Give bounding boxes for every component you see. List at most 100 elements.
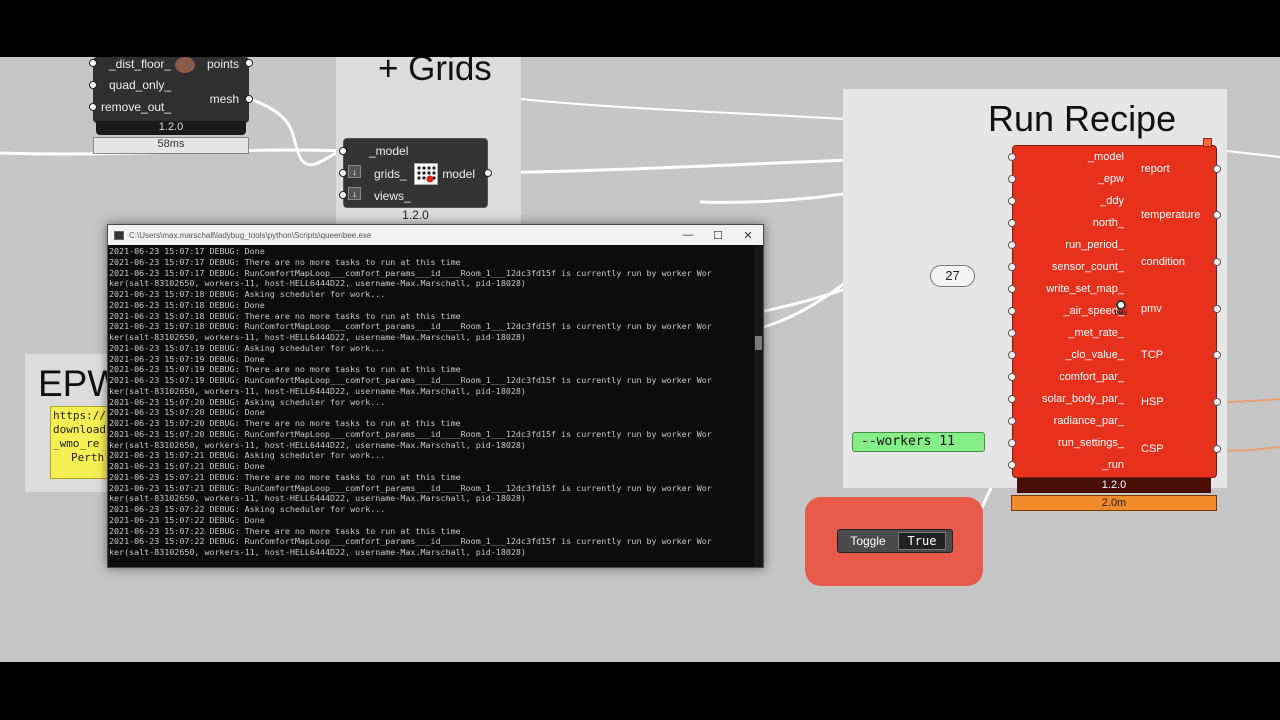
input-quad-only[interactable]: quad_only_ <box>109 78 172 92</box>
recipe-input[interactable]: _model <box>1087 151 1124 163</box>
toggle-value[interactable]: True <box>898 532 946 550</box>
port[interactable] <box>1008 461 1016 469</box>
port[interactable] <box>1008 395 1016 403</box>
panel-line: https:// <box>53 409 106 422</box>
recipe-input[interactable]: sensor_count_ <box>1051 261 1124 273</box>
sensor-grid-component[interactable]: _dist_floor_ quad_only_ remove_out_ poin… <box>89 57 253 123</box>
recipe-output[interactable]: report <box>1141 163 1170 175</box>
epw-url-panel[interactable]: https:// download _wmo_re Perth <box>50 406 112 479</box>
recipe-output[interactable]: HSP <box>1141 396 1164 408</box>
port[interactable] <box>1008 285 1016 293</box>
port[interactable] <box>339 147 347 155</box>
output-points[interactable]: points <box>206 57 239 71</box>
output-model[interactable]: model <box>442 167 475 181</box>
port[interactable] <box>1008 351 1016 359</box>
grasshopper-canvas[interactable]: _dist_floor_ quad_only_ remove_out_ poin… <box>0 57 1280 662</box>
grid-dots-icon <box>414 163 438 185</box>
recipe-input[interactable]: write_set_map_ <box>1046 283 1124 295</box>
recipe-input[interactable]: _air_speed_ <box>1063 305 1124 317</box>
port[interactable] <box>1008 263 1016 271</box>
recipe-input[interactable]: _ddy <box>1100 195 1124 207</box>
port[interactable] <box>1008 241 1016 249</box>
port[interactable] <box>1008 175 1016 183</box>
port[interactable] <box>1008 307 1016 315</box>
terminal-line: 2021-06-23 15:07:18 DEBUG: There are no … <box>109 310 461 321</box>
recipe-input[interactable]: _run <box>1101 459 1124 471</box>
terminal-line: 2021-06-23 15:07:17 DEBUG: Done <box>109 246 265 256</box>
terminal-line: 2021-06-23 15:07:20 DEBUG: RunComfortMap… <box>109 428 712 439</box>
port[interactable] <box>1213 398 1221 406</box>
terminal-output[interactable]: 2021-06-23 15:07:17 DEBUG: Done 2021-06-2… <box>109 246 757 567</box>
boolean-toggle[interactable]: Toggle True <box>837 529 953 553</box>
port[interactable] <box>1213 445 1221 453</box>
recipe-input[interactable]: _met_rate_ <box>1068 327 1124 339</box>
queenbee-terminal-window[interactable]: C:\Users\max.marschall\ladybug_tools\pyt… <box>107 224 764 568</box>
workers-panel[interactable]: --workers 11 <box>852 432 985 452</box>
terminal-line: 2021-06-23 15:07:18 DEBUG: Asking schedu… <box>109 289 386 299</box>
port[interactable] <box>1008 329 1016 337</box>
recipe-input[interactable]: _epw <box>1097 173 1124 185</box>
port[interactable] <box>1008 153 1016 161</box>
input-dist-floor[interactable]: _dist_floor_ <box>109 57 172 71</box>
run-recipe-component[interactable]: _model _epw _ddy north_ run_period_ sens… <box>1008 138 1221 478</box>
close-button[interactable]: ✕ <box>743 229 753 242</box>
input-grids[interactable]: grids_ <box>374 167 407 181</box>
port[interactable] <box>1213 165 1221 173</box>
recipe-output[interactable]: condition <box>1141 256 1186 268</box>
terminal-line: ker(salt-83102650, workers-11, host-HELL… <box>109 439 526 450</box>
input-model[interactable]: _model <box>369 144 409 158</box>
port[interactable] <box>1213 258 1221 266</box>
terminal-scrollbar[interactable] <box>754 246 763 567</box>
port[interactable] <box>1213 351 1221 359</box>
minimize-button[interactable]: — <box>682 229 694 241</box>
terminal-line: 2021-06-23 15:07:19 DEBUG: RunComfortMap… <box>109 375 712 385</box>
grid-icon <box>175 57 195 73</box>
pmv-badge: PMV <box>1114 311 1128 317</box>
terminal-line: 2021-06-23 15:07:20 DEBUG: There are no … <box>109 418 461 428</box>
recipe-input[interactable]: comfort_par_ <box>1059 371 1124 383</box>
input-views[interactable]: views_ <box>374 189 411 203</box>
terminal-line: 2021-06-23 15:07:19 DEBUG: There are no … <box>109 364 461 375</box>
port[interactable] <box>1008 373 1016 381</box>
port[interactable] <box>1213 305 1221 313</box>
input-remove-out[interactable]: remove_out_ <box>101 100 172 114</box>
toggle-label: Toggle <box>850 534 886 548</box>
component-time: 58ms <box>93 137 249 154</box>
model-component[interactable]: _model grids_ views_ ↓ ↓ model <box>339 138 492 208</box>
scrollbar-thumb[interactable] <box>755 336 762 350</box>
terminal-line: 2021-06-23 15:07:22 DEBUG: RunComfortMap… <box>109 536 712 547</box>
recipe-input[interactable]: radiance_par_ <box>1053 415 1124 427</box>
port[interactable] <box>1213 211 1221 219</box>
port[interactable] <box>89 103 97 111</box>
recipe-output[interactable]: pmv <box>1141 303 1162 315</box>
panel-line: _wmo_re <box>53 437 100 450</box>
recipe-input[interactable]: _clo_value_ <box>1065 349 1124 361</box>
terminal-line: 2021-06-23 15:07:17 DEBUG: RunComfortMap… <box>109 267 712 278</box>
terminal-line: 2021-06-23 15:07:21 DEBUG: Done <box>109 461 265 471</box>
terminal-line: 2021-06-23 15:07:20 DEBUG: Asking schedu… <box>109 396 386 407</box>
maximize-button[interactable]: ☐ <box>713 229 723 242</box>
output-mesh[interactable]: mesh <box>209 92 239 106</box>
port[interactable] <box>1008 439 1016 447</box>
recipe-input[interactable]: north_ <box>1092 217 1124 229</box>
recipe-output[interactable]: temperature <box>1141 209 1201 221</box>
port[interactable] <box>1008 417 1016 425</box>
terminal-titlebar[interactable]: C:\Users\max.marschall\ladybug_tools\pyt… <box>108 225 763 245</box>
port[interactable] <box>89 81 97 89</box>
port[interactable] <box>245 59 253 67</box>
recipe-output[interactable]: TCP <box>1141 349 1163 361</box>
recipe-output[interactable]: CSP <box>1141 443 1164 455</box>
recipe-input[interactable]: solar_body_par_ <box>1042 393 1124 405</box>
recipe-input[interactable]: run_period_ <box>1065 239 1124 251</box>
port[interactable] <box>339 191 347 199</box>
port[interactable] <box>1008 197 1016 205</box>
number-slider[interactable]: 27 <box>930 265 975 287</box>
port[interactable] <box>484 169 492 177</box>
port[interactable] <box>1008 219 1016 227</box>
terminal-line: ker(salt-83102650, workers-11, host-HELL… <box>109 332 526 342</box>
terminal-line: 2021-06-23 15:07:18 DEBUG: RunComfortMap… <box>109 321 712 332</box>
recipe-input[interactable]: run_settings_ <box>1057 437 1124 449</box>
port[interactable] <box>245 95 253 103</box>
port[interactable] <box>339 169 347 177</box>
port[interactable] <box>89 59 97 67</box>
